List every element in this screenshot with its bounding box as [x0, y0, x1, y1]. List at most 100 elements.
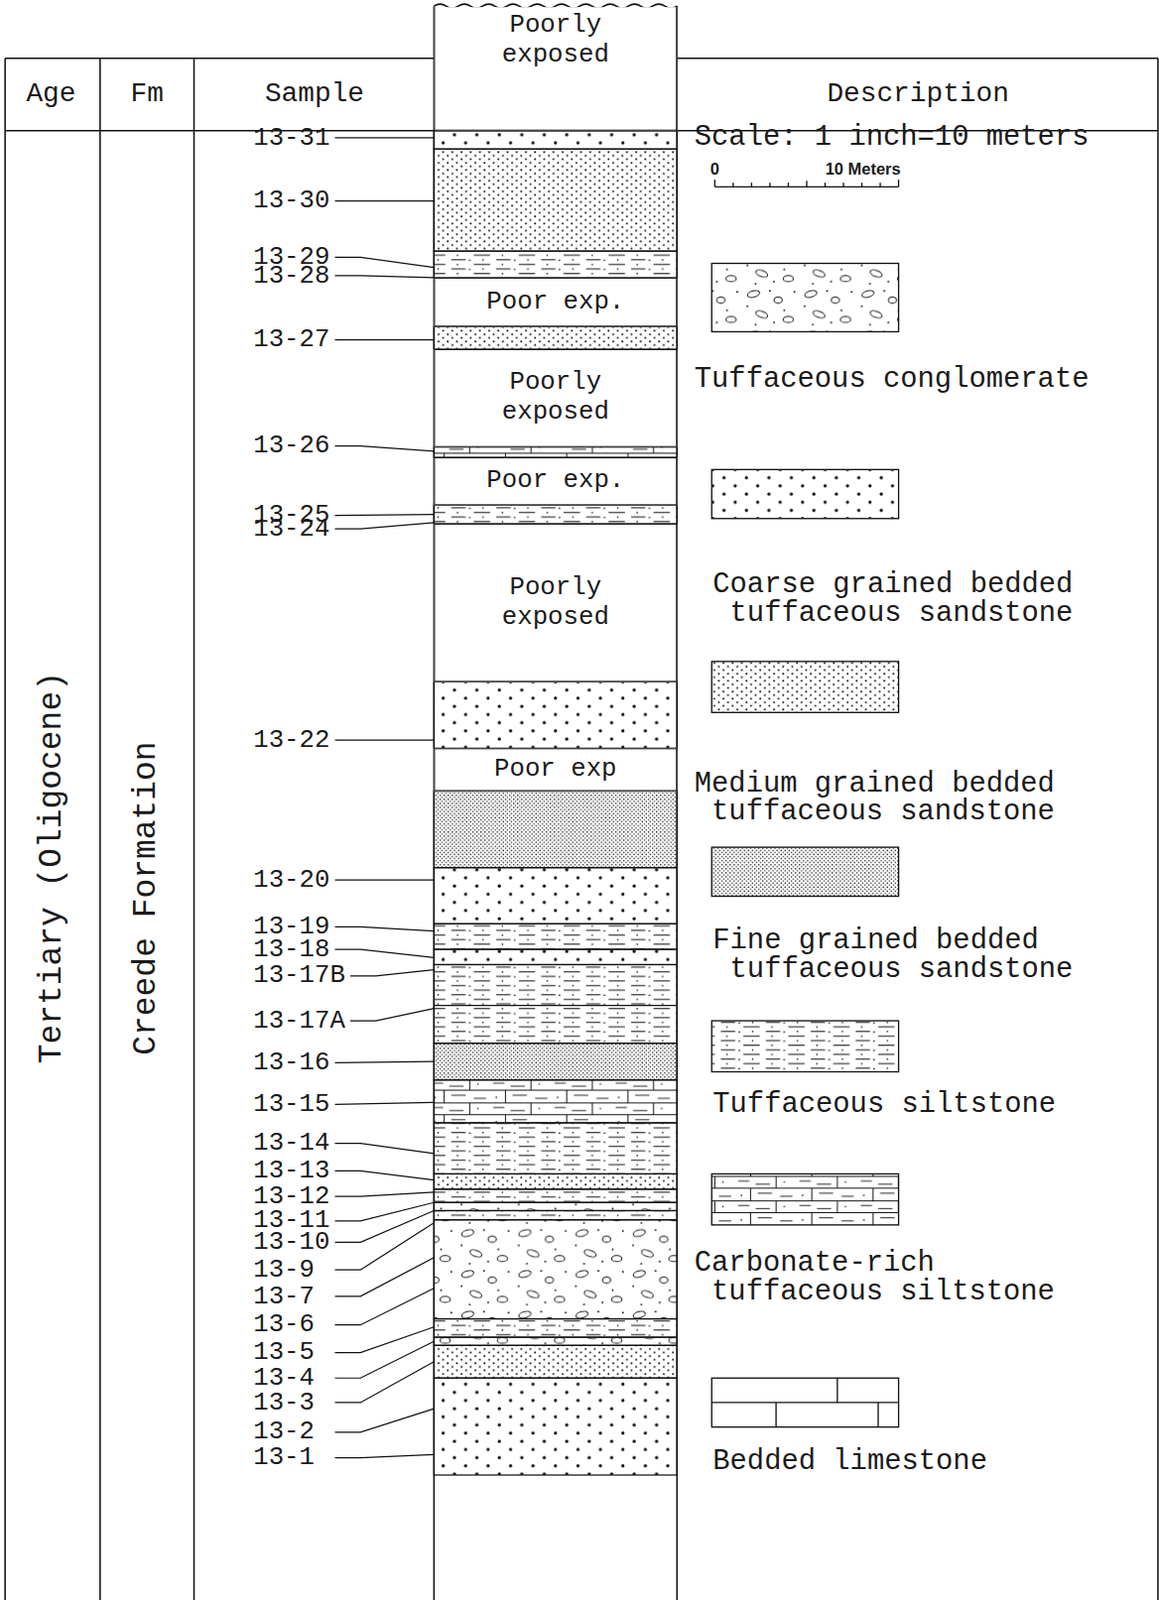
coarse-sandstone-bed	[433, 130, 677, 150]
scale-bar	[714, 179, 899, 187]
leader-line	[350, 970, 434, 977]
leader-line	[335, 949, 435, 958]
leader-line	[335, 1409, 435, 1433]
table-line	[4, 57, 434, 60]
formation-label: Creede Formation	[130, 741, 164, 1055]
legend-label: Tuffaceous siltstone	[712, 1090, 1056, 1120]
conglomerate-bed	[433, 1202, 677, 1211]
siltstone-bed	[433, 251, 677, 278]
header-cell: Age	[25, 81, 76, 110]
sample-number: 13-31	[253, 125, 330, 151]
coarse-sandstone-bed	[433, 868, 677, 925]
unit-label: Poorly exposed	[468, 10, 643, 70]
strata-unit-box: Poor exp.	[433, 277, 677, 327]
carbonate-siltstone-bed	[433, 1080, 677, 1124]
coarse-sandstone-bed	[433, 949, 677, 965]
legend-label: Medium grained bedded tuffaceous sandsto…	[694, 770, 1081, 828]
age-label: Tertiary (Oligocene)	[35, 671, 69, 1064]
table-line	[99, 58, 102, 1600]
leader-line	[335, 200, 435, 202]
leader-line	[335, 522, 435, 529]
sample-leaders	[335, 137, 435, 1459]
legend-label: Bedded limestone	[712, 1447, 988, 1477]
siltstone-bed	[433, 1123, 677, 1174]
siltstone-swatch	[711, 1021, 899, 1072]
siltstone-bed	[433, 1189, 677, 1203]
header-cell: Description	[826, 81, 1009, 110]
siltstone-bed	[433, 1210, 677, 1220]
scale-tick	[732, 182, 734, 187]
conglomerate-swatch	[711, 263, 899, 333]
leader-line	[335, 136, 435, 138]
limestone-swatch	[711, 1378, 899, 1427]
sample-number: 13-14	[253, 1131, 330, 1158]
scale-tick	[898, 179, 900, 187]
sample-number: 13-13	[253, 1158, 330, 1184]
medium-sandstone-bed	[433, 326, 677, 350]
sample-number: 13-2	[253, 1419, 315, 1446]
strata-unit-box: Poorly exposed	[433, 349, 677, 448]
table-line	[193, 58, 196, 1600]
table-line	[3, 58, 6, 1600]
conglomerate-bed	[433, 1220, 677, 1320]
leader-line	[335, 275, 435, 278]
scale-tick-label: 10 Meters	[825, 161, 902, 178]
brick-line	[774, 1403, 776, 1428]
legend-label: Fine grained bedded tuffaceous sandstone	[712, 926, 1099, 985]
sample-number: 13-4	[253, 1365, 315, 1392]
sample-number: 13-3	[253, 1390, 315, 1417]
unit-label: Poor exp	[494, 755, 618, 785]
strata-unit-box: Poor exp.	[433, 457, 677, 506]
leader-line	[335, 1362, 435, 1404]
sample-number: 13-12	[253, 1183, 330, 1210]
scale-tick	[769, 182, 771, 187]
leader-line	[335, 1341, 435, 1379]
leader-line	[335, 339, 435, 341]
leader-line	[335, 926, 435, 931]
leader-line	[335, 1288, 435, 1326]
scale-tick	[805, 180, 807, 187]
leader-line	[335, 1202, 435, 1222]
sample-number: 13-22	[253, 727, 330, 754]
leader-line	[335, 1170, 435, 1180]
fine-sandstone-bed	[433, 791, 677, 869]
strata-unit-box: Poor exp	[433, 748, 677, 791]
medium-sandstone-bed	[433, 148, 677, 252]
leader-line	[335, 1258, 435, 1297]
header-cell: Sample	[264, 81, 365, 110]
scale-note: Scale: 1 inch=10 meters	[694, 124, 1090, 153]
conglomerate-bed	[433, 1337, 677, 1346]
leader-line	[335, 257, 435, 267]
sample-number: 13-17A	[253, 1008, 346, 1034]
sample-number: 13-18	[253, 936, 330, 963]
leader-line	[335, 1192, 435, 1197]
sample-number: 13-6	[253, 1312, 315, 1339]
sample-number: 13-15	[253, 1092, 330, 1119]
sample-number: 13-10	[253, 1230, 330, 1257]
medium-sandstone-bed	[433, 1173, 677, 1189]
unit-label: Poor exp.	[486, 466, 625, 497]
sample-number: 13-24	[253, 515, 330, 542]
leader-line	[335, 1061, 435, 1063]
unit-label: Poorly exposed	[468, 369, 643, 428]
legend-label: Tuffaceous conglomerate	[694, 365, 1090, 394]
brick-line	[836, 1378, 838, 1404]
scale-tick	[751, 182, 753, 187]
leader-line	[335, 515, 435, 516]
scale-tick	[787, 182, 789, 187]
leader-line	[335, 739, 435, 741]
carbonate-siltstone-bed	[433, 447, 677, 458]
leader-line	[350, 1009, 434, 1022]
brick-line	[877, 1403, 879, 1428]
strata-unit-box: Poorly exposed	[433, 6, 677, 131]
table-line	[1157, 58, 1159, 1600]
table-line	[676, 57, 1159, 60]
scale-tick	[879, 182, 881, 187]
scale-tick-label: 0	[710, 161, 720, 178]
unit-label: Poorly exposed	[468, 573, 643, 633]
scale-tick	[714, 179, 716, 187]
sample-number: 13-9	[253, 1257, 315, 1284]
sample-number: 13-1	[253, 1445, 315, 1472]
sample-number: 13-26	[253, 433, 330, 460]
